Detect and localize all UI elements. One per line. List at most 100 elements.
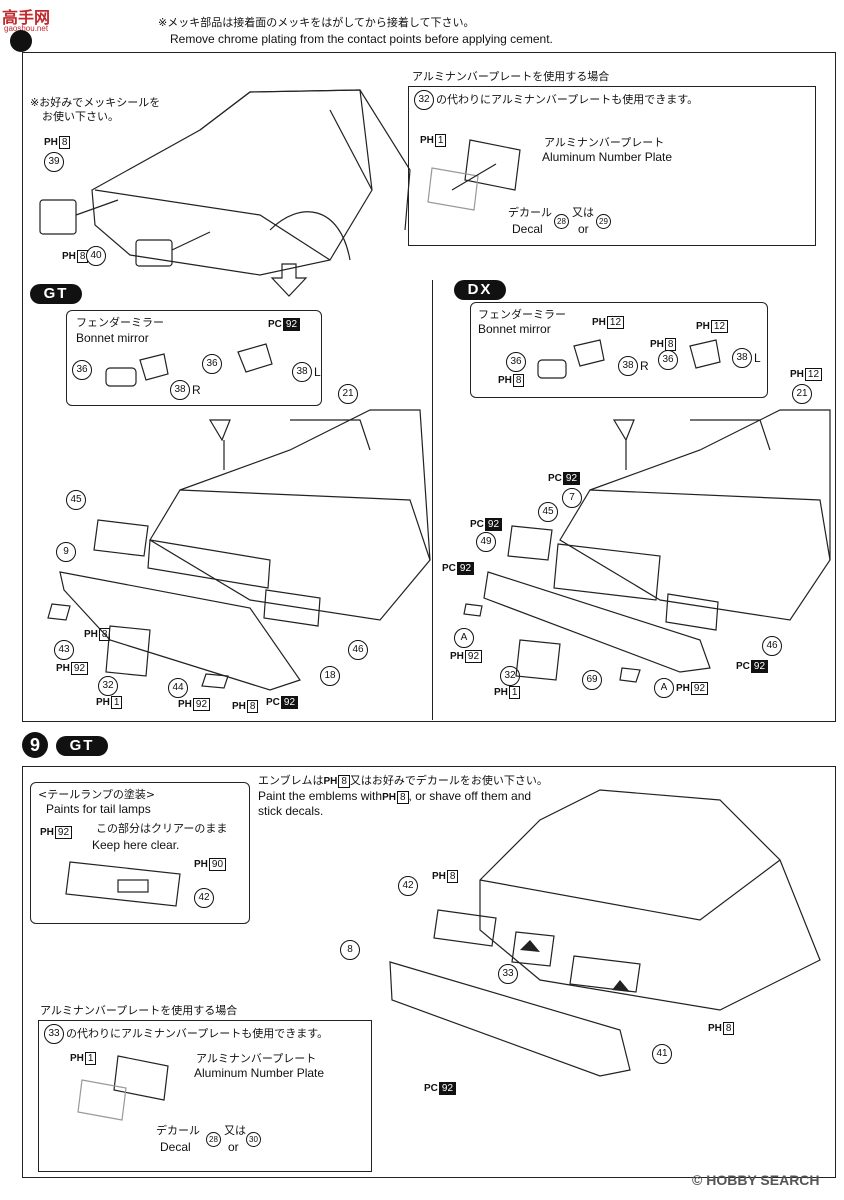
part-9: 9 xyxy=(56,542,76,562)
plate-label-en-8: Aluminum Number Plate xyxy=(542,150,673,164)
clear-en: Keep here clear. xyxy=(92,838,180,852)
plate-section-box-9 xyxy=(38,1020,372,1172)
or-en-8: or xyxy=(578,222,589,236)
part-A-dx-a: A xyxy=(454,628,474,648)
clear-jp: この部分はクリアーのまま xyxy=(96,822,228,835)
gt-dx-divider xyxy=(432,280,433,720)
part-42-rear: 42 xyxy=(398,876,418,896)
gt-badge-8: GT xyxy=(30,284,82,304)
decal-num-28-9: 28 xyxy=(206,1132,221,1147)
dx-badge-8: DX xyxy=(454,280,506,300)
part-18: 18 xyxy=(320,666,340,686)
part-45-dx: 45 xyxy=(538,502,558,522)
decal-num-30-9: 30 xyxy=(246,1132,261,1147)
tail-en: Paints for tail lamps xyxy=(46,802,151,816)
part-39: 39 xyxy=(44,152,64,172)
part-A-dx-b: A xyxy=(654,678,674,698)
plate-num-32: 32 xyxy=(414,90,434,110)
watermark-logo: 高手网 xyxy=(2,8,51,27)
dx-mirror-L: L xyxy=(754,351,761,365)
gt-mirror-L: L xyxy=(314,365,321,379)
part-38-gt-b: 38 xyxy=(292,362,312,382)
part-49: 49 xyxy=(476,532,496,552)
step-9-frame xyxy=(22,766,836,1178)
decal-jp-9: デカール xyxy=(156,1124,200,1137)
gt-mirror-en: Bonnet mirror xyxy=(76,331,149,345)
plate-section-title-9: アルミナンバープレートを使用する場合 xyxy=(40,1004,238,1017)
part-69: 69 xyxy=(582,670,602,690)
dx-mirror-jp: フェンダーミラー xyxy=(478,308,566,321)
plate-section-text-9: の代わりにアルミナンバープレートも使用できます。 xyxy=(66,1027,329,1040)
part-46-gt: 46 xyxy=(348,640,368,660)
part-8-rear: 8 xyxy=(340,940,360,960)
part-32-dx: 32 xyxy=(500,666,520,686)
part-40: 40 xyxy=(86,246,106,266)
decal-jp-8: デカール xyxy=(508,206,552,219)
part-44: 44 xyxy=(168,678,188,698)
part-38-dx-a: 38 xyxy=(618,356,638,376)
gt-mirror-jp: フェンダーミラー xyxy=(76,316,164,329)
or-en-9: or xyxy=(228,1140,239,1154)
dx-mirror-R: R xyxy=(640,359,649,373)
step-9-circle: 9 xyxy=(22,732,48,758)
plate-num-33: 33 xyxy=(44,1024,64,1044)
header-note-jp: ※メッキ部品は接着面のメッキをはがしてから接着して下さい。 xyxy=(158,16,475,29)
part-36-gt-b: 36 xyxy=(202,354,222,374)
part-36-dx-a: 36 xyxy=(506,352,526,372)
decal-num-28-8: 28 xyxy=(554,214,569,229)
part-21-gt: 21 xyxy=(338,384,358,404)
part-36-gt-a: 36 xyxy=(72,360,92,380)
part-45-gt: 45 xyxy=(66,490,86,510)
or-jp-8: 又は xyxy=(572,206,594,219)
gt-mirror-callout xyxy=(66,310,322,406)
plate-section-box-8 xyxy=(408,86,816,246)
part-21-dx: 21 xyxy=(792,384,812,404)
part-32-gt: 32 xyxy=(98,676,118,696)
hobby-search-watermark: © HOBBY SEARCH xyxy=(692,1172,820,1188)
or-jp-9: 又は xyxy=(224,1124,246,1137)
part-7: 7 xyxy=(562,488,582,508)
part-41: 41 xyxy=(652,1044,672,1064)
emblem-en-3: stick decals. xyxy=(258,804,324,818)
plate-label-jp-9: アルミナンバープレート xyxy=(196,1052,317,1065)
dx-mirror-en: Bonnet mirror xyxy=(478,322,551,336)
part-36-dx-b: 36 xyxy=(658,350,678,370)
header-note-en: Remove chrome plating from the contact p… xyxy=(170,32,553,46)
part-42-callout: 42 xyxy=(194,888,214,908)
tail-title: <テールランプの塗装> xyxy=(38,788,156,801)
decal-en-9: Decal xyxy=(160,1140,191,1154)
part-46-dx: 46 xyxy=(762,636,782,656)
part-38-gt-a: 38 xyxy=(170,380,190,400)
part-33: 33 xyxy=(498,964,518,984)
gt-badge-9: GT xyxy=(56,736,108,756)
part-43: 43 xyxy=(54,640,74,660)
